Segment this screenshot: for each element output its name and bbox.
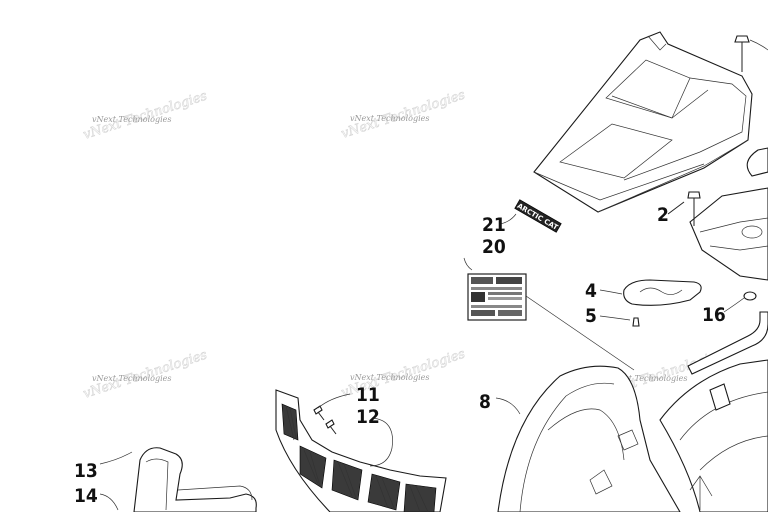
leader-20-long (525, 295, 635, 371)
decal-21-text: ARCTIC CAT (516, 202, 560, 232)
callout-11: 11 (356, 384, 380, 406)
callout-labels: 2 4 5 8 11 12 13 14 16 20 21 (74, 204, 726, 507)
screws-11 (313, 393, 351, 435)
watermark-text-4: vNext Technologies (92, 374, 171, 383)
label-20-sticker (467, 273, 527, 321)
bolt-top (734, 35, 768, 72)
leader-20 (463, 257, 473, 271)
callout-16: 16 (702, 304, 726, 326)
watermark-text-5: vNext Technologies (350, 373, 429, 382)
callout-4: 4 (585, 280, 597, 302)
front-body-part (497, 359, 768, 512)
rear-panel-part (689, 147, 768, 281)
callout-14: 14 (74, 485, 98, 507)
callout-12: 12 (356, 406, 380, 428)
part-16 (687, 291, 768, 375)
leader-8 (495, 397, 521, 415)
watermark-text-1: vNext Technologies (92, 115, 171, 124)
callout-20: 20 (482, 236, 506, 258)
leader-21 (499, 213, 517, 225)
watermark-top-left: vNext Technologies vNext Technologies (81, 88, 209, 143)
hood-part (533, 31, 753, 213)
decal-21: ARCTIC CAT (514, 199, 562, 233)
watermark-text-2: vNext Technologies (350, 114, 429, 123)
front-bumper-part (99, 447, 257, 512)
watermark-top-mid: vNext Technologies vNext Technologies (339, 87, 467, 142)
callout-13: 13 (74, 460, 98, 482)
watermark-text-6: vNext Technologies (608, 374, 687, 383)
callout-2: 2 (657, 204, 669, 226)
bolt-2 (667, 191, 701, 226)
watermark-bottom-left: vNext Technologies vNext Technologies (81, 347, 209, 402)
callout-21: 21 (482, 214, 506, 236)
part-5 (599, 315, 640, 327)
leader-12 (369, 417, 393, 467)
part-4 (599, 279, 702, 306)
front-grille-part (275, 389, 447, 512)
callout-8: 8 (479, 391, 491, 413)
callout-5: 5 (585, 305, 597, 327)
